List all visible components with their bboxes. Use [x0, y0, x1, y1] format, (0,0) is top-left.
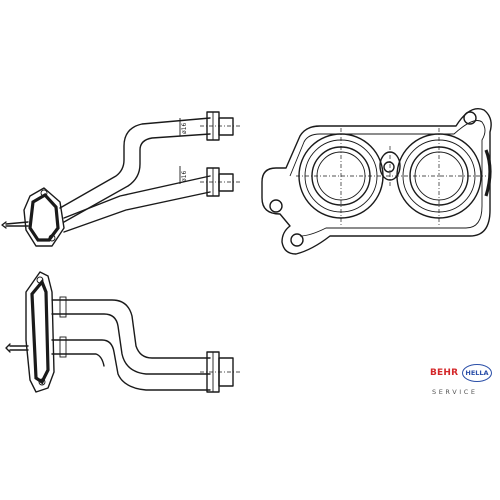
dimension-label-lower: ø16	[181, 171, 188, 182]
pipe-side-view-top: ø16 ø16	[1, 111, 240, 247]
service-label: SERVICE	[432, 388, 478, 396]
dimension-label-upper: ø16	[181, 123, 188, 134]
pipe-top-view-bottom	[5, 271, 240, 393]
behr-logo: BEHR	[430, 368, 459, 378]
hella-logo-text: HELLA	[465, 369, 489, 377]
flange-front-view	[261, 108, 492, 255]
hella-logo: HELLA	[462, 364, 492, 382]
